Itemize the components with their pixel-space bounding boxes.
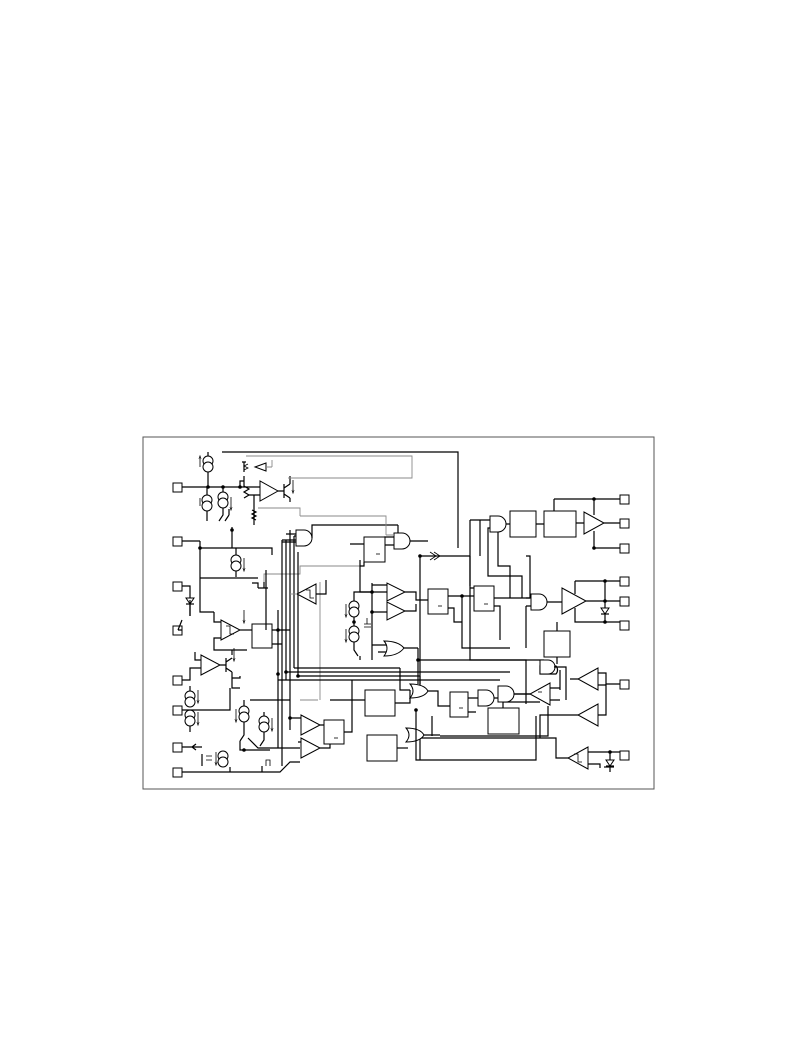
schmitt-right [419,737,620,772]
pin5-amp [182,648,241,689]
comparator-pair-lower [288,680,353,759]
pin-right-1 [619,494,630,505]
and-gate-top-right [246,455,428,550]
top-amp [222,451,459,548]
pin-right-3 [619,543,630,554]
pin-left-1 [172,482,183,493]
pin-right-5 [619,596,630,607]
buffer-arrow-top [418,551,470,690]
comparator-right-3 [539,684,607,738]
pin-left-3 [172,581,183,592]
or-gate-lower-2 [404,716,440,743]
and-gate-right [539,659,567,700]
pin3-zener [177,580,214,631]
or-gate-mid [372,640,418,657]
flipflop-centre-1 [427,588,474,623]
pin-right-6 [619,620,630,631]
flipflop-centre-2 [461,556,530,649]
horizontal-feeds [399,648,549,761]
pin2-network [182,509,360,589]
flipflop-top [350,536,386,567]
pin6-sources [182,686,231,732]
and-gates-lower [477,685,530,707]
comparator-right-2 [512,682,560,706]
block-lower-2 [366,734,408,762]
pin-left-5 [172,675,183,686]
block-lower-3 [487,701,540,735]
flipflop-lower [449,691,478,718]
pin-left-6 [172,705,183,716]
block-lower-1 [330,689,411,717]
pin-left-8 [172,767,183,778]
pin-left-2 [172,536,183,547]
block-mid-right [543,622,571,664]
pin-left-7 [172,742,183,753]
right-pins [619,494,630,761]
pin-right-4 [619,576,630,587]
or-gate-lower-1 [408,683,450,707]
pin-right-8 [619,750,630,761]
diagram-frame [142,436,655,790]
schmitt-centre [290,580,327,605]
pin-right-7 [619,679,630,690]
centre-sources [344,591,372,660]
schmitt-left [213,610,290,651]
and-gate-output [525,555,562,648]
and-gate-top-left [282,524,398,547]
pin-right-2 [619,518,630,529]
pin7-8-network [182,699,300,773]
top-left-sources [182,452,242,522]
output-driver [561,579,620,624]
